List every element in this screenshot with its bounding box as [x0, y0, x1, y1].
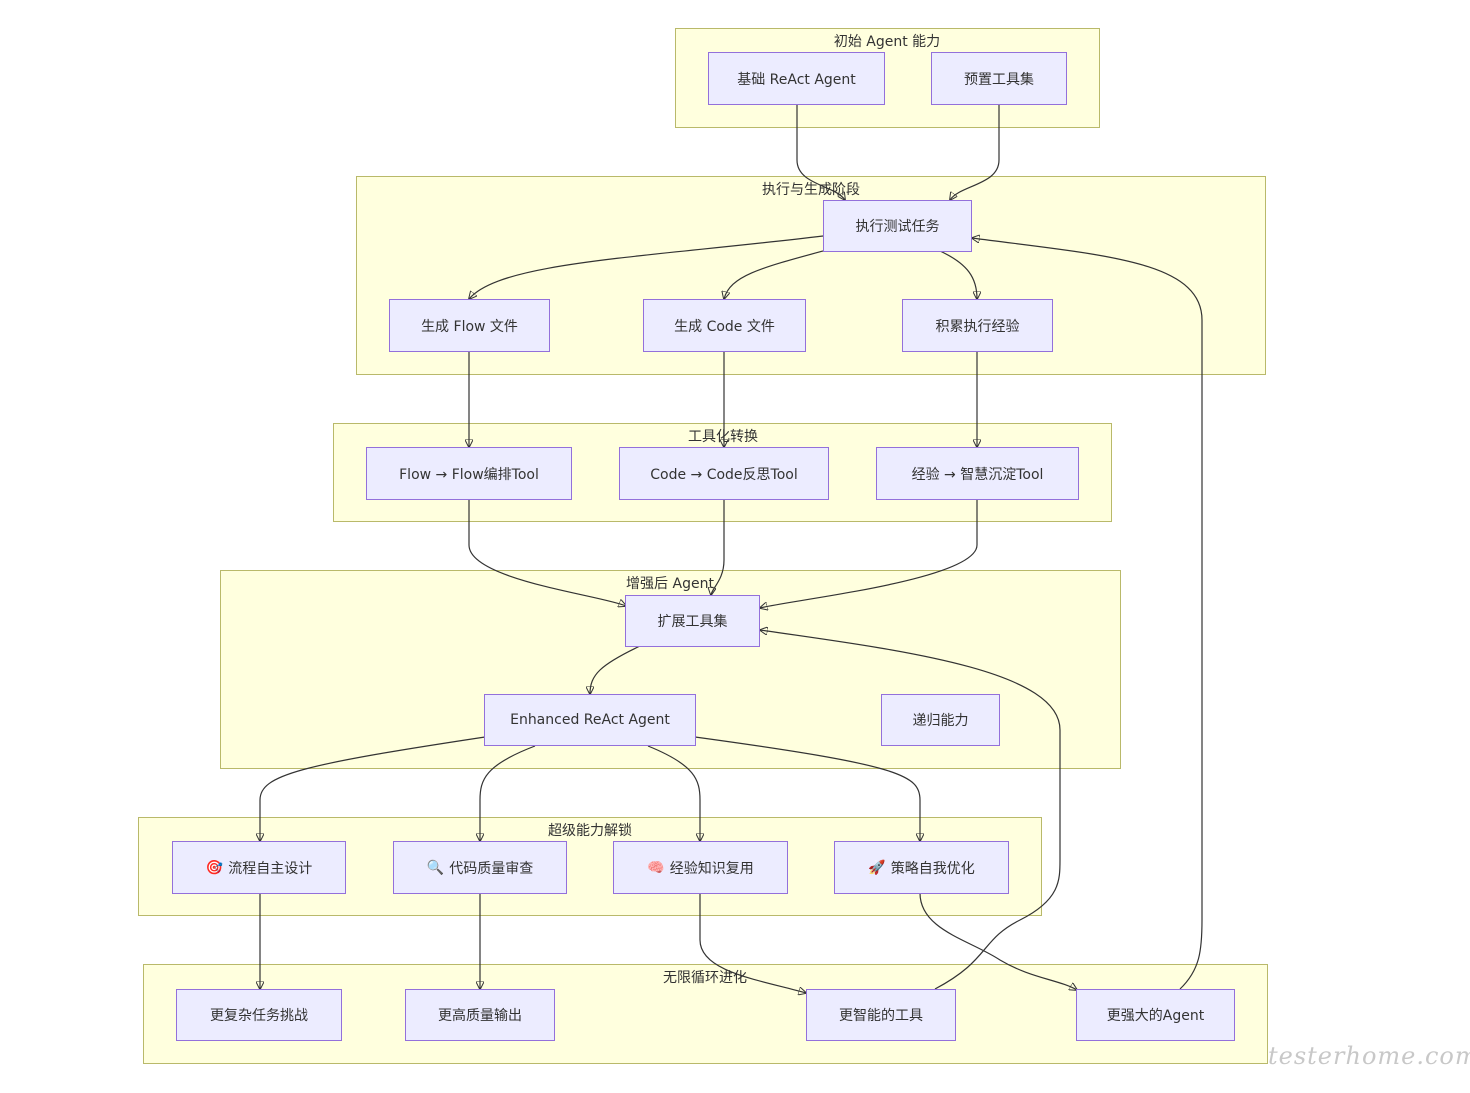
node-gen-code[interactable]: 生成 Code 文件: [643, 299, 806, 352]
node-label: 策略自我优化: [890, 860, 975, 877]
group-title-super: 超级能力解锁: [548, 823, 632, 839]
edge-flowtool-to-ext: [468, 499, 626, 606]
edge-enhanced-to-strategy: [694, 736, 920, 841]
group-title-tooling: 工具化转换: [688, 429, 758, 445]
node-flow-tool[interactable]: Flow → Flow编排Tool: [366, 447, 572, 500]
node-base-agent[interactable]: 基础 ReAct Agent: [708, 52, 885, 105]
node-ext-tools[interactable]: 扩展工具集: [625, 595, 760, 647]
node-quality-output[interactable]: 更高质量输出: [405, 989, 555, 1041]
watermark: testerhome.com: [1268, 1042, 1470, 1070]
node-label: 执行测试任务: [855, 219, 940, 235]
edge-codetool-to-ext: [711, 499, 725, 595]
edge-enhanced-to-knowledge: [647, 745, 700, 841]
node-accum-exp[interactable]: 积累执行经验: [902, 299, 1053, 352]
edge-exec-to-flow: [469, 235, 824, 299]
edge-base-to-exec: [796, 104, 845, 200]
node-complex-tasks[interactable]: 更复杂任务挑战: [176, 989, 342, 1041]
edge-enhanced-to-codereview: [480, 745, 536, 841]
node-preset-tools[interactable]: 预置工具集: [931, 52, 1067, 105]
node-label: 预置工具集: [964, 71, 1034, 88]
node-stronger-agent[interactable]: 更强大的Agent: [1076, 989, 1235, 1041]
edge-preset-to-exec: [950, 104, 1000, 200]
node-label: 生成 Flow 文件: [421, 318, 518, 335]
edge-strategy-to-stronger: [919, 892, 1077, 990]
node-strategy-opt[interactable]: 🚀策略自我优化: [834, 841, 1009, 894]
edge-enhanced-to-flowdesign: [260, 736, 486, 841]
group-title-exec: 执行与生成阶段: [762, 182, 860, 198]
node-code-review[interactable]: 🔍代码质量审查: [393, 841, 567, 894]
edge-stronger-to-exec: [972, 238, 1203, 990]
node-label: 流程自主设计: [228, 860, 313, 877]
node-label: 更高质量输出: [438, 1008, 522, 1024]
node-label: 扩展工具集: [657, 614, 728, 630]
group-title-enhanced: 增强后 Agent: [626, 576, 714, 592]
node-label: 生成 Code 文件: [674, 318, 775, 335]
node-label: Flow → Flow编排Tool: [399, 466, 539, 483]
edge-exec-to-exp: [939, 250, 977, 299]
group-title-loop: 无限循环进化: [663, 970, 747, 986]
node-smarter-tools[interactable]: 更智能的工具: [806, 989, 956, 1041]
node-recursive[interactable]: 递归能力: [881, 694, 1000, 746]
node-label: 积累执行经验: [935, 318, 1020, 335]
node-label: 基础 ReAct Agent: [737, 71, 856, 88]
node-code-tool[interactable]: Code → Code反思Tool: [619, 447, 829, 500]
edge-exptool-to-ext: [760, 499, 978, 608]
node-label: 递归能力: [912, 713, 969, 729]
node-flow-design[interactable]: 🎯流程自主设计: [172, 841, 346, 894]
edge-ext-to-enhanced: [590, 645, 641, 694]
group-title-initial: 初始 Agent 能力: [833, 34, 941, 50]
node-exec-task[interactable]: 执行测试任务: [823, 200, 972, 252]
edge-smarter-to-ext: [760, 630, 1061, 990]
rocket-icon: 🚀: [868, 859, 886, 876]
node-label: 经验知识复用: [669, 860, 754, 877]
node-gen-flow[interactable]: 生成 Flow 文件: [389, 299, 550, 352]
node-label: 更复杂任务挑战: [210, 1008, 308, 1024]
magnifier-icon: 🔍: [426, 859, 445, 876]
node-label: 代码质量审查: [449, 860, 534, 877]
node-label: Code → Code反思Tool: [650, 466, 798, 483]
node-enhanced-agent[interactable]: Enhanced ReAct Agent: [484, 694, 696, 746]
brain-icon: 🧠: [647, 859, 665, 876]
edge-knowledge-to-smarter: [699, 893, 806, 993]
node-knowledge-reuse[interactable]: 🧠经验知识复用: [613, 841, 788, 894]
node-label: 更强大的Agent: [1106, 1008, 1205, 1024]
node-label: Enhanced ReAct Agent: [510, 712, 670, 728]
target-icon: 🎯: [205, 859, 224, 876]
node-label: 更智能的工具: [839, 1008, 923, 1024]
node-label: 经验 → 智慧沉淀Tool: [911, 466, 1044, 483]
edge-exec-to-code: [724, 250, 824, 299]
node-exp-tool[interactable]: 经验 → 智慧沉淀Tool: [876, 447, 1079, 500]
